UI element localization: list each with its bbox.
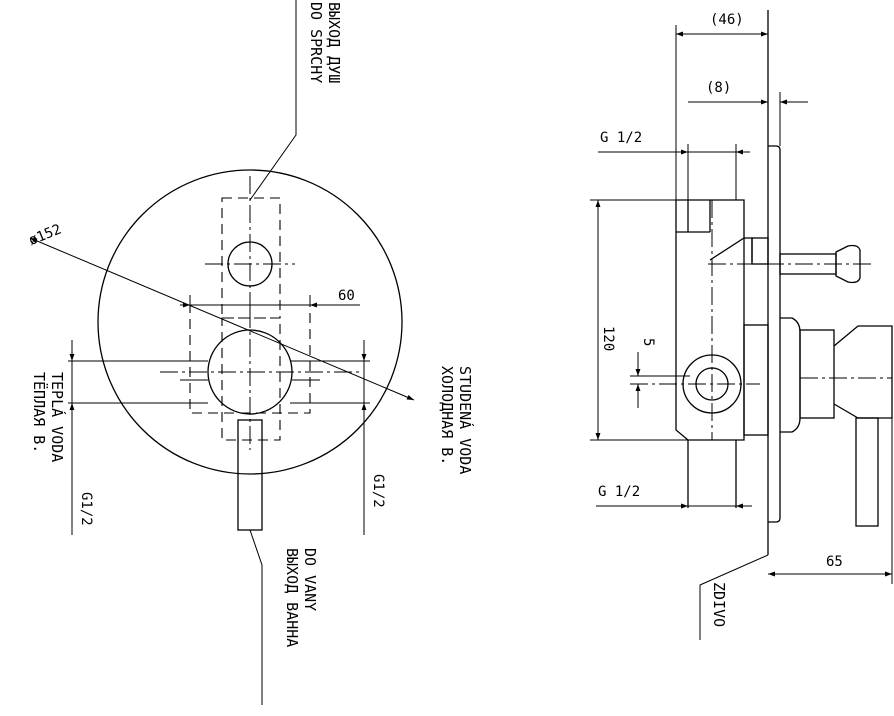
side-lever [855,417,879,527]
bath-label-cz: DO VANY [301,548,319,611]
cold-water-label-cz: STUDENÁ VODA [456,366,475,474]
warm-water-label-ru: ТЁПЛАЯ В. [30,372,49,453]
depth-8-label: (8) [706,80,731,96]
wall-label: ZDIVO [710,582,728,627]
warm-water-label-cz: TEPLÁ VODA [48,372,67,462]
front-view [29,0,415,705]
g12-right-label: G1/2 [370,474,386,508]
wall-hatch-edge [699,554,769,640]
thread-bottom-label: G 1/2 [598,484,640,500]
mounting-plate [768,145,781,523]
shower-label-ru: ВЫХОД ДУШ [325,2,343,83]
valve-body [675,199,745,441]
depth-46-label: (46) [710,12,744,28]
side-view [590,10,893,640]
height-120-label: 120 [600,326,616,351]
width-60-label: 60 [338,288,355,304]
bath-leader [249,529,263,705]
diameter-leader [29,237,415,401]
handle-65-label: 65 [826,554,843,570]
offset-5-label: 5 [640,338,656,346]
shower-label-cz: DO SPRCHY [307,2,325,83]
thread-top-label: G 1/2 [600,130,642,146]
g12-left-label: G1/2 [78,492,94,526]
handle-base [780,317,801,433]
stem-knob [835,244,861,284]
bath-label-ru: ВЫХОД ВАННА [283,548,301,647]
cold-water-label-ru: ХОЛОДНАЯ В. [438,366,456,465]
shower-leader [249,0,297,201]
